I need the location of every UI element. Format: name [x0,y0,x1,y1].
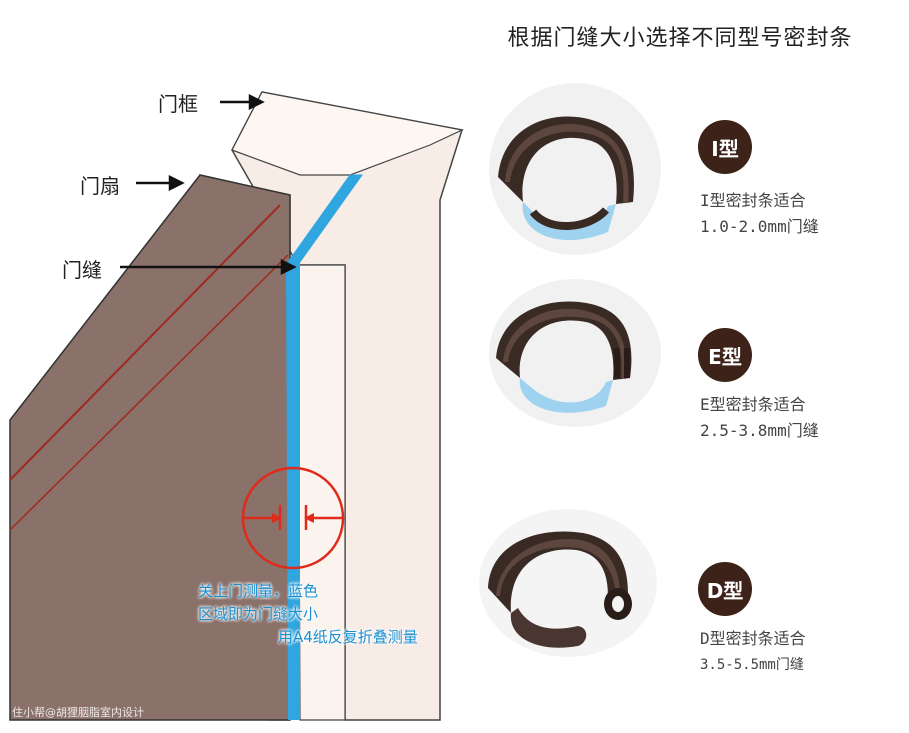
door-leaf [9,174,291,721]
door-frame-top [231,91,464,176]
i-type-description: I型密封条适合 1.0-2.0mm门缝 [700,188,819,240]
e-type-strip-image [489,279,661,427]
arrow-gap [120,258,297,276]
watermark: 住小帮@胡狸胭脂室内设计 [12,706,144,719]
annotation-line2: 区域即为门缝大小 [198,605,319,623]
e-type-description: E型密封条适合 2.5-3.8mm门缝 [700,392,819,444]
door-gap-blue [286,262,300,720]
i-type-badge: I型 [698,120,752,174]
d-type-badge: D型 [698,562,752,616]
label-door-frame: 门框 [158,92,198,116]
annotation-line1: 关上门测量，蓝色 [198,582,319,600]
i-type-desc-line1: I型密封条适合 [700,191,806,210]
e-type-badge: E型 [698,328,752,382]
d-type-strip-image [479,509,657,657]
d-type-description: D型密封条适合 3.5-5.5mm门缝 [700,626,806,678]
d-type-desc-line1: D型密封条适合 [700,629,806,648]
label-door-leaf: 门扇 [80,174,120,198]
i-type-strip-image [489,83,661,255]
d-type-desc-line2: 3.5-5.5mm门缝 [700,657,804,673]
annotation-line3: 用A4纸反复折叠测量 [278,628,418,646]
e-type-desc-line2: 2.5-3.8mm门缝 [700,421,819,440]
page-title: 根据门缝大小选择不同型号密封条 [507,26,853,51]
arrow-leaf [136,174,185,192]
measure-arrow-left [272,513,282,523]
i-type-desc-line2: 1.0-2.0mm门缝 [700,217,819,236]
e-type-desc-line1: E型密封条适合 [700,395,806,414]
door-frame-inner [297,264,346,721]
door-gap-blue-top [287,174,363,263]
measure-arrow-right [304,513,314,523]
door-edge-line [9,254,289,531]
arrow-frame [220,93,265,111]
door-edge-line [9,204,281,481]
label-door-gap: 门缝 [62,258,102,282]
